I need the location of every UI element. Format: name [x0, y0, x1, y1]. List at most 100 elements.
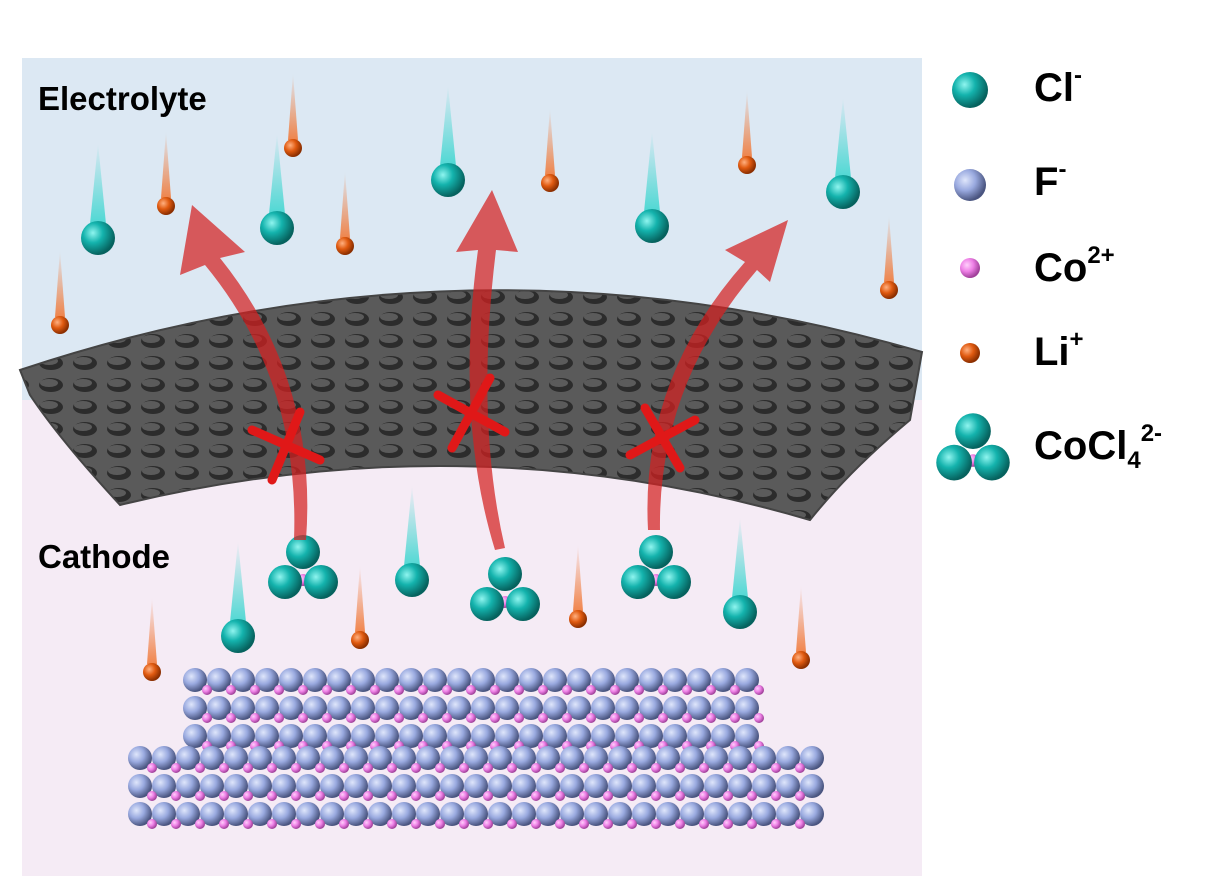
f-ion	[591, 696, 615, 720]
co-ion	[675, 791, 685, 801]
co-ion	[579, 763, 589, 773]
co-ion	[459, 819, 469, 829]
f-ion	[255, 696, 279, 720]
co-ion	[466, 713, 476, 723]
li-ion	[336, 237, 354, 255]
cl-ion	[974, 444, 1010, 481]
co-ion	[579, 791, 589, 801]
cocl4-cluster	[936, 413, 1010, 481]
co-ion	[675, 819, 685, 829]
f-ion	[303, 668, 327, 692]
co-ion	[610, 713, 620, 723]
f-ion	[519, 668, 543, 692]
blocked-arrows	[180, 190, 788, 550]
legend-f-icon	[954, 169, 986, 201]
co-ion	[202, 713, 212, 723]
f-ion	[392, 802, 416, 826]
co-ion	[555, 791, 565, 801]
co-ion	[586, 713, 596, 723]
li-ion	[284, 139, 302, 157]
cl-ion	[260, 211, 294, 245]
co-ion	[394, 685, 404, 695]
f-ion	[728, 802, 752, 826]
co-ion	[411, 819, 421, 829]
f-ion	[591, 724, 615, 748]
co-ion	[219, 819, 229, 829]
f-ion	[584, 746, 608, 770]
cathode-crystal	[128, 668, 824, 829]
co-ion	[699, 791, 709, 801]
f-ion	[711, 724, 735, 748]
cl-ion	[955, 413, 991, 449]
co-ion	[795, 819, 805, 829]
co-ion	[267, 791, 277, 801]
co-ion	[363, 763, 373, 773]
f-ion	[375, 724, 399, 748]
co-ion	[603, 763, 613, 773]
f-ion	[656, 774, 680, 798]
f-ion	[231, 668, 255, 692]
f-ion	[608, 802, 632, 826]
f-ion	[704, 746, 728, 770]
f-ion	[543, 724, 567, 748]
co-ion	[315, 763, 325, 773]
f-ion	[176, 802, 200, 826]
f-ion	[560, 746, 584, 770]
f-ion	[488, 774, 512, 798]
arrow-middle	[456, 190, 518, 550]
f-ion	[615, 724, 639, 748]
f-ion	[663, 668, 687, 692]
f-ion	[471, 696, 495, 720]
f-ion	[248, 802, 272, 826]
f-ion	[735, 724, 759, 748]
f-ion	[543, 696, 567, 720]
li-ion	[541, 174, 559, 192]
f-ion	[176, 774, 200, 798]
f-ion	[567, 696, 591, 720]
co-ion	[315, 819, 325, 829]
co-ion	[795, 791, 805, 801]
legend-symbol: Co	[1034, 246, 1088, 290]
f-ion	[512, 746, 536, 770]
co-ion	[459, 763, 469, 773]
co-ion	[538, 713, 548, 723]
co-ion	[658, 713, 668, 723]
f-ion	[351, 668, 375, 692]
co-ion	[538, 685, 548, 695]
co-ion	[298, 713, 308, 723]
f-ion	[440, 802, 464, 826]
f-ion	[776, 802, 800, 826]
f-ion	[183, 696, 207, 720]
co-ion	[411, 791, 421, 801]
co-ion	[171, 763, 181, 773]
cl-ion	[268, 565, 302, 599]
f-ion	[344, 746, 368, 770]
li-ion-trail	[884, 215, 894, 282]
co-ion	[291, 763, 301, 773]
legend-symbol: Li	[1034, 330, 1070, 374]
f-ion	[128, 802, 152, 826]
f-ion	[183, 724, 207, 748]
co-ion	[754, 713, 764, 723]
f-ion	[255, 724, 279, 748]
co-ion	[586, 685, 596, 695]
co-ion	[627, 763, 637, 773]
co-ion	[267, 763, 277, 773]
co-ion	[435, 791, 445, 801]
cl-ion	[431, 163, 465, 197]
co-ion	[147, 763, 157, 773]
co-ion	[706, 685, 716, 695]
co-ion	[219, 791, 229, 801]
f-ion	[488, 802, 512, 826]
x-mark-icon	[247, 407, 325, 485]
li-ion-trail	[355, 565, 365, 632]
co-ion	[514, 713, 524, 723]
f-ion	[567, 668, 591, 692]
f-ion	[680, 746, 704, 770]
cl-ion	[936, 444, 972, 481]
co-ion	[298, 685, 308, 695]
f-ion	[176, 746, 200, 770]
f-ion	[632, 746, 656, 770]
co-ion	[274, 713, 284, 723]
li-ion	[51, 316, 69, 334]
